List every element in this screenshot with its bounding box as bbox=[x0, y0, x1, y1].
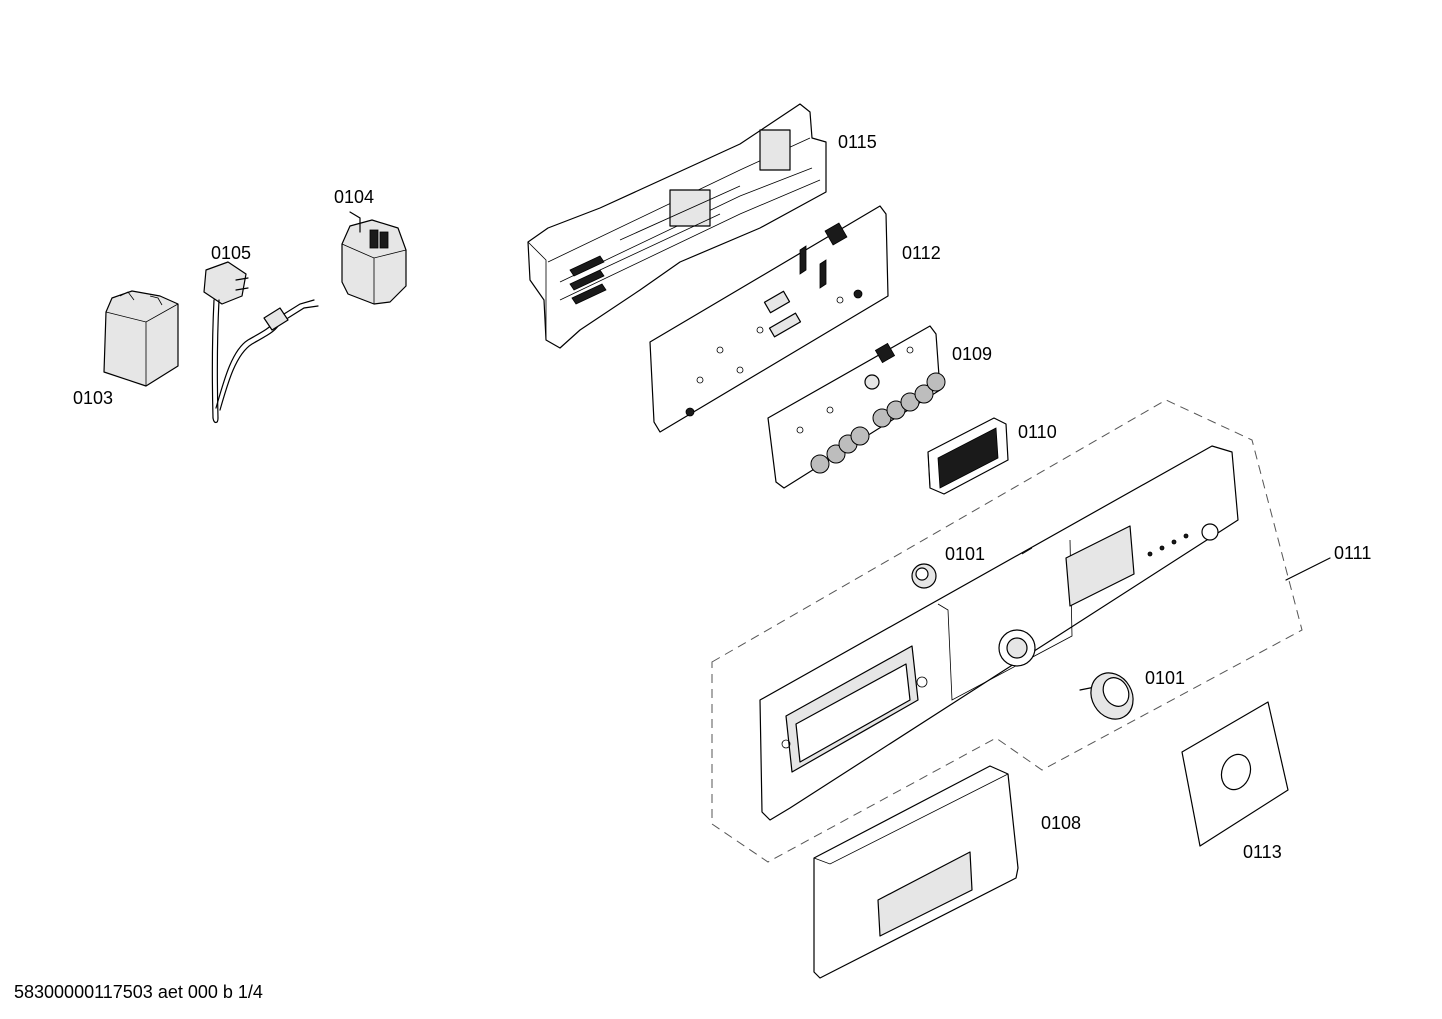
part-0101-knob-upper bbox=[911, 563, 937, 589]
label-0101-upper: 0101 bbox=[945, 544, 986, 564]
label-0101-lower: 0101 bbox=[1145, 668, 1186, 688]
label-0105: 0105 bbox=[211, 243, 252, 263]
label-0111: 0111 bbox=[1334, 543, 1372, 563]
part-0105-mains-cable bbox=[203, 261, 319, 424]
part-0110-display-window bbox=[927, 417, 1009, 495]
part-0111-control-panel bbox=[711, 399, 1331, 863]
label-0113: 0113 bbox=[1243, 842, 1282, 862]
part-0103-suppressor-cap bbox=[103, 290, 179, 387]
part-0101-knob-lower bbox=[1079, 672, 1134, 720]
part-0104-filter-capacitor bbox=[341, 211, 407, 305]
part-0109-control-pcb bbox=[767, 325, 946, 489]
label-0103: 0103 bbox=[73, 388, 114, 408]
label-0104: 0104 bbox=[334, 187, 375, 207]
label-0108: 0108 bbox=[1041, 813, 1082, 833]
label-0112: 0112 bbox=[902, 243, 941, 263]
label-0109: 0109 bbox=[952, 344, 993, 364]
part-0115-module-frame bbox=[527, 103, 827, 349]
part-0112-main-pcb bbox=[649, 205, 889, 433]
part-0108-drawer-handle bbox=[813, 765, 1019, 979]
part-0113-label-plate bbox=[1181, 701, 1289, 847]
label-0110: 0110 bbox=[1018, 422, 1057, 442]
drawing-number: 58300000117503 aet 000 b 1/4 bbox=[14, 982, 263, 1002]
label-0115: 0115 bbox=[838, 132, 877, 152]
